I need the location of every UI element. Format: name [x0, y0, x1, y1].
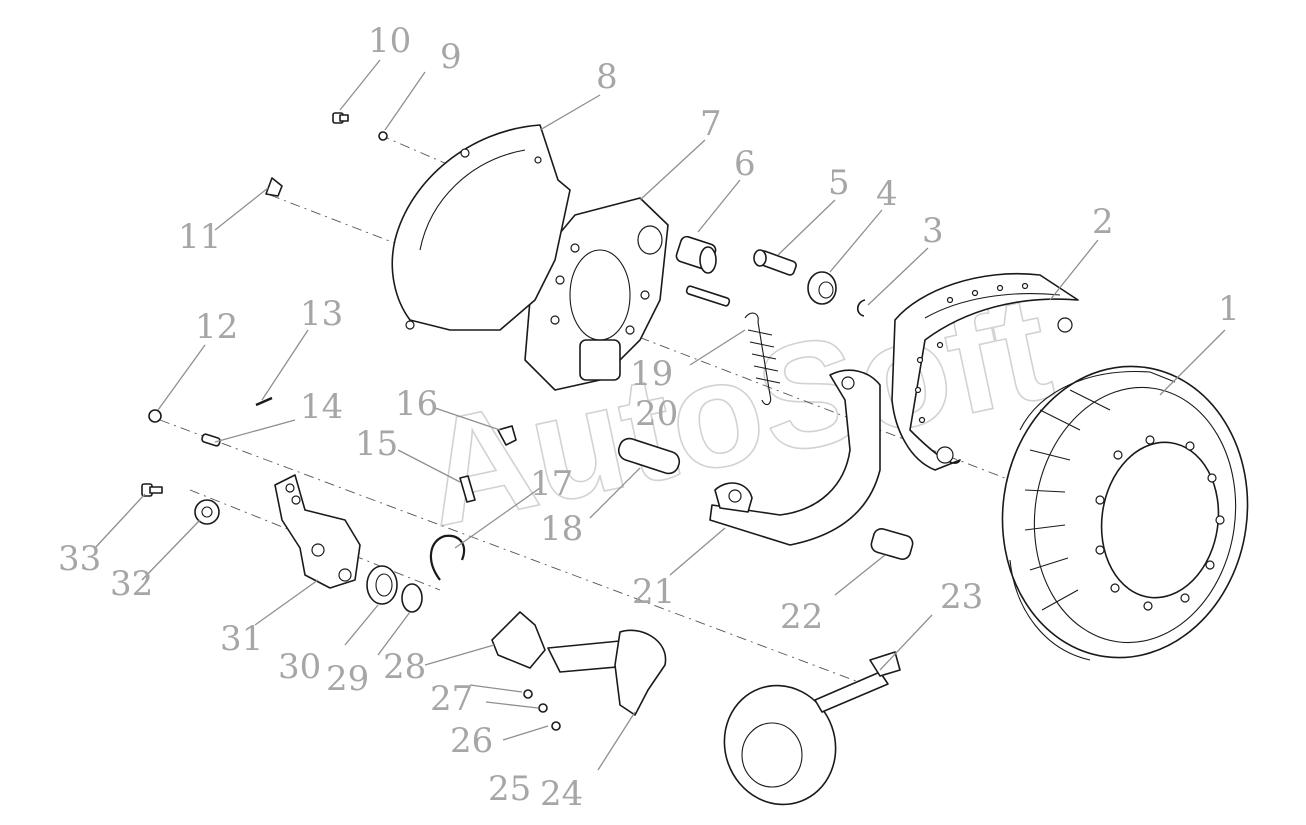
callout-12: 12	[195, 307, 238, 347]
callout-31: 31	[220, 619, 263, 659]
callout-27: 27	[430, 679, 473, 719]
brake-spider	[524, 197, 669, 391]
callout-6: 6	[734, 144, 756, 184]
callout-19: 19	[630, 354, 673, 394]
leader-lines	[94, 59, 1226, 771]
callout-18: 18	[540, 509, 583, 549]
callout-24: 24	[540, 774, 583, 814]
slack-adjuster	[274, 474, 361, 589]
adjuster-bolt	[141, 483, 163, 497]
brake-drum	[1001, 365, 1249, 661]
camshaft	[547, 629, 667, 716]
callout-32: 32	[110, 564, 153, 604]
brake-chamber	[723, 651, 901, 806]
shoe-bushing	[870, 528, 914, 560]
lower-brake-shoe	[709, 369, 881, 546]
callout-14: 14	[300, 387, 343, 427]
camshaft-bracket	[491, 611, 546, 669]
snap-ring	[856, 299, 866, 317]
anchor-pin	[617, 437, 681, 475]
adjuster-bushing	[194, 499, 220, 525]
drum-bolt-holes	[1095, 435, 1225, 611]
inspection-plug	[265, 177, 283, 197]
return-spring	[744, 312, 781, 406]
clevis-pin	[201, 433, 221, 447]
lining-rivets	[914, 282, 1029, 424]
shield-washer	[378, 131, 388, 141]
callout-22: 22	[780, 597, 823, 637]
nut-27	[523, 689, 533, 699]
bushing	[675, 235, 717, 274]
callout-20: 20	[635, 394, 678, 434]
nut-26	[538, 703, 548, 713]
wire-clip	[429, 534, 466, 581]
roller	[807, 271, 837, 305]
grease-nipple	[497, 425, 517, 446]
callout-9: 9	[440, 37, 462, 77]
callout-5: 5	[828, 163, 850, 203]
callout-2: 2	[1092, 202, 1114, 242]
callout-16: 16	[395, 384, 438, 424]
callout-26: 26	[450, 721, 493, 761]
callout-10: 10	[368, 21, 411, 61]
callout-17: 17	[530, 464, 573, 504]
drum-fins	[1024, 389, 1111, 611]
callout-3: 3	[922, 211, 944, 251]
dust-shield	[391, 124, 571, 331]
callout-4: 4	[876, 174, 898, 214]
nut-25	[551, 721, 561, 731]
cotter-pin	[255, 396, 273, 407]
clevis-washer	[148, 409, 162, 423]
callout-29: 29	[326, 659, 369, 699]
callout-8: 8	[596, 57, 618, 97]
callout-28: 28	[383, 647, 426, 687]
callout-numbers: 1 2 3 4 5 6 7 8 9 10 11 12 13 14 15 16 1…	[58, 21, 1240, 814]
spacer-ring	[401, 583, 423, 613]
lock-wedge	[459, 475, 476, 503]
upper-brake-shoe	[891, 272, 1079, 471]
callout-1: 1	[1218, 289, 1240, 329]
callout-23: 23	[940, 577, 983, 617]
shield-bolt	[332, 112, 349, 124]
thrust-washer	[366, 565, 398, 605]
callout-7: 7	[700, 104, 722, 144]
callout-13: 13	[300, 294, 343, 334]
callout-33: 33	[58, 539, 101, 579]
callout-11: 11	[178, 217, 221, 257]
callout-15: 15	[355, 424, 398, 464]
callout-30: 30	[278, 647, 321, 687]
roller-pin	[753, 249, 797, 276]
callout-25: 25	[488, 769, 531, 809]
callout-21: 21	[632, 572, 675, 612]
spacer-pin	[685, 285, 731, 307]
